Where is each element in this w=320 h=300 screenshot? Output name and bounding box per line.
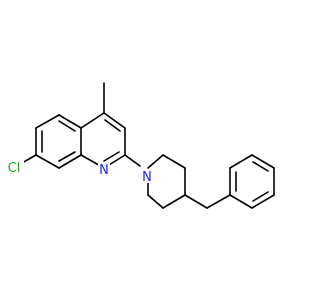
bond-c5p-c6p [147, 194, 164, 209]
bond-ph5-ph6-inner [252, 191, 269, 202]
molecule-diagram: Cl N N [4, 82, 275, 209]
bond-npip-c2p [147, 154, 164, 169]
bond-c4a-c4 [80, 112, 105, 129]
bond-ph6-ph1 [229, 194, 253, 209]
atom-labels: Cl N N [4, 161, 154, 185]
bond-c2-npip [124, 154, 141, 167]
bonds [21, 82, 275, 209]
bond-c8-c8a [58, 154, 82, 169]
quinoline-nitrogen-label: N [99, 163, 109, 178]
bond-c4-c3 [103, 112, 126, 129]
bond-c2-n1-inner [103, 151, 120, 162]
bond-c4-c3-inner [104, 119, 121, 132]
bond-ph2-ph3 [229, 154, 253, 169]
bond-c2p-c3p [162, 154, 186, 169]
bond-c7-c8 [35, 154, 60, 169]
bond-ch2-ph [206, 194, 231, 209]
bond-c8-c8a-inner [58, 151, 76, 162]
bond-c4a-c5 [58, 114, 82, 129]
bond-ph3-ph4 [251, 154, 275, 169]
structure-canvas: Cl N N [4, 82, 275, 209]
bond-c5-c6 [35, 114, 60, 129]
chlorine-label: Cl [8, 161, 21, 176]
piperidine-nitrogen-label: N [142, 170, 152, 185]
bond-c7-cl [21, 154, 37, 164]
bond-c4p-c5p [162, 194, 186, 209]
bond-ph5-ph6 [251, 194, 275, 209]
bond-ph3-ph4-inner [252, 161, 269, 172]
bond-c4p-ch2 [184, 194, 208, 209]
bond-c4a-c5-inner [58, 120, 76, 132]
